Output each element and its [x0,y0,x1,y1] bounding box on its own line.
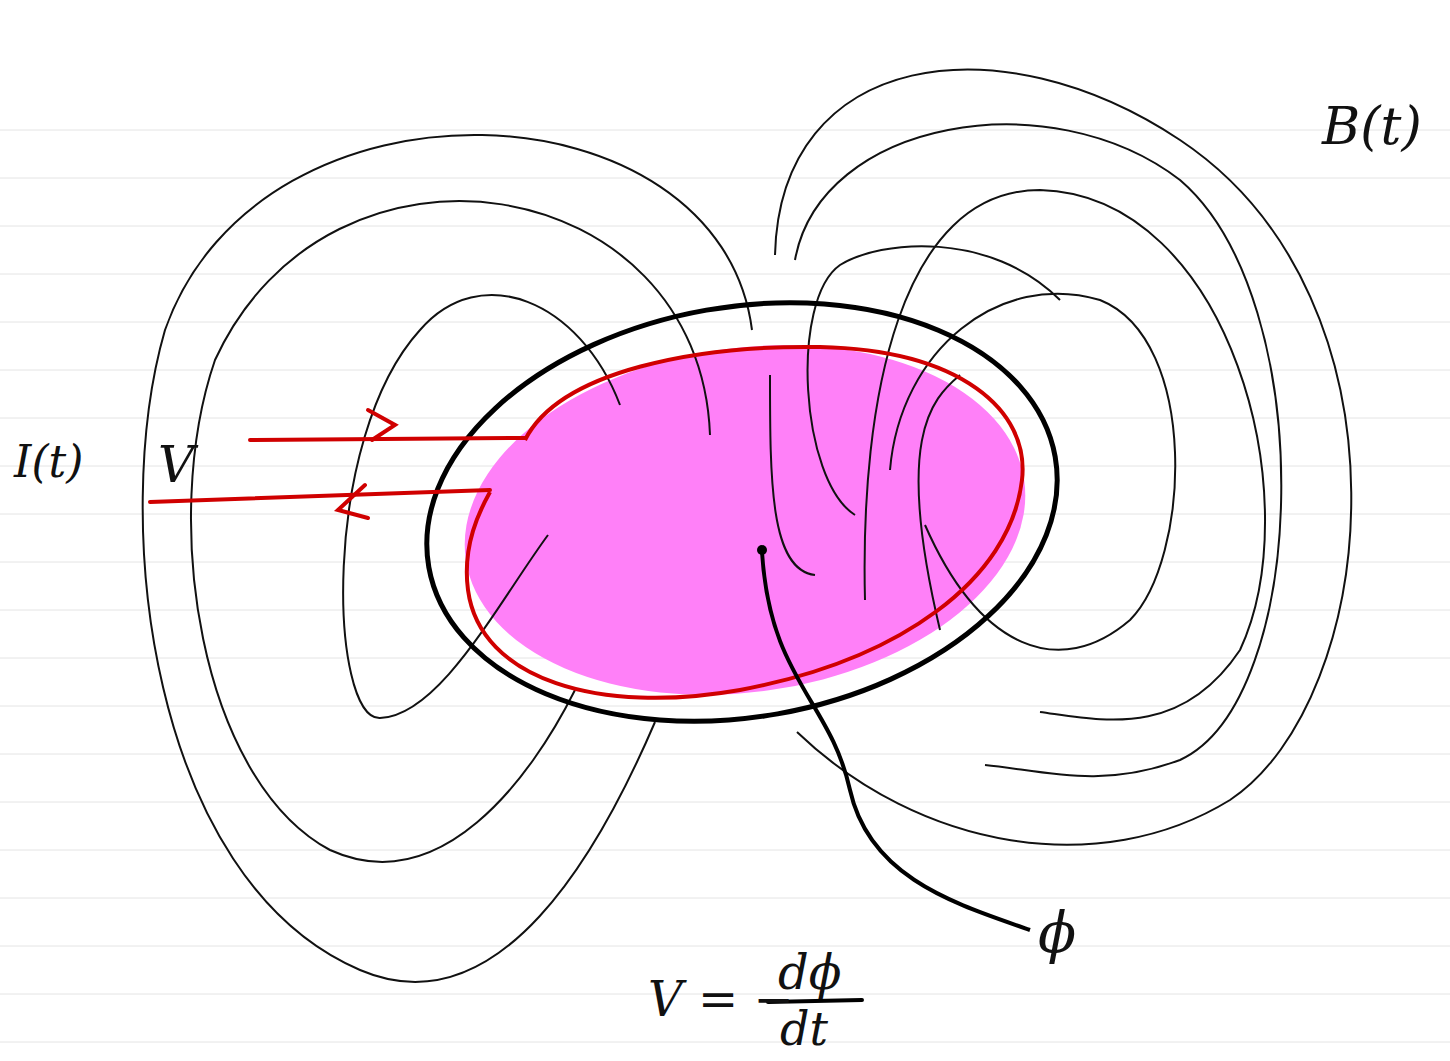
leader-line [762,552,1030,930]
current-label: I(t) [14,440,83,484]
field-label: B(t) [1322,100,1422,152]
flux-surface [442,310,1048,729]
coil-outline [393,255,1091,769]
flux-label: ϕ [1038,905,1076,961]
field-lines [143,70,1352,982]
voltage-label: V [158,440,194,490]
formula-lhs: V = − [648,975,794,1023]
formula-numerator: dϕ [778,948,841,996]
formula-denominator: dt [780,1006,828,1052]
wire-loop [467,347,1023,698]
wire-leads [150,410,525,518]
paper-lines [0,130,1450,1042]
